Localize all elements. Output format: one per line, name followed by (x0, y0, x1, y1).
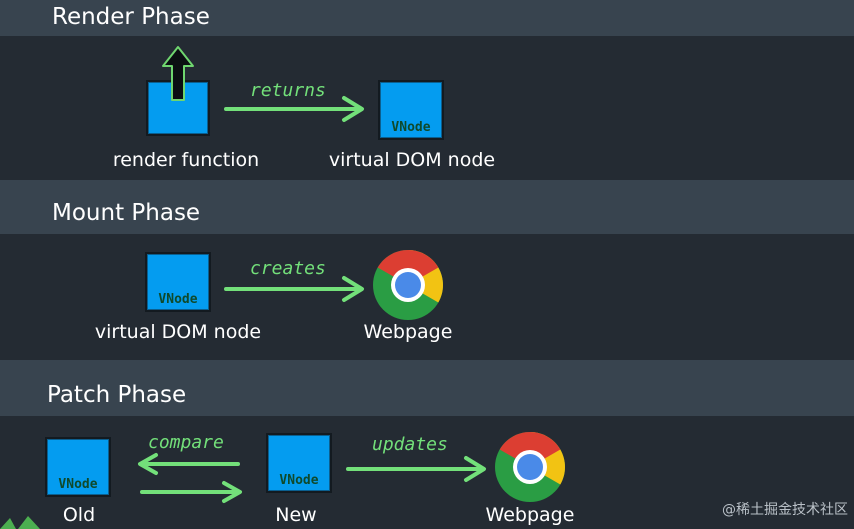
creates-label: creates (250, 258, 326, 279)
old-label: Old (62, 504, 96, 526)
vnode-box-old-text: VNode (58, 477, 98, 492)
vnode-box-new-text: VNode (279, 473, 319, 488)
updates-arrow (346, 456, 486, 482)
patch-phase-panel (0, 416, 854, 529)
webpage-label-patch: Webpage (485, 504, 575, 526)
render-phase-header: Render Phase (0, 0, 854, 36)
compare-arrows (138, 453, 242, 503)
vnode-box-render-text: VNode (391, 120, 431, 135)
updates-label: updates (372, 434, 448, 455)
mount-phase-title: Mount Phase (52, 200, 201, 226)
decorative-triangle-icon (0, 516, 40, 529)
vnode-box-mount: VNode (145, 252, 211, 312)
patch-phase-header: Patch Phase (0, 360, 854, 416)
vnode-box-mount-text: VNode (158, 292, 198, 307)
creates-arrow (224, 276, 364, 302)
vnode-box-new: VNode (266, 433, 332, 493)
render-function-label: render function (112, 149, 260, 171)
virtual-dom-node-label-render: virtual DOM node (328, 149, 496, 171)
patch-phase-title: Patch Phase (47, 382, 187, 408)
vnode-box-old: VNode (45, 437, 111, 497)
virtual-dom-node-label-mount: virtual DOM node (94, 321, 262, 343)
mount-phase-header: Mount Phase (0, 180, 854, 234)
chrome-logo-icon (373, 250, 443, 320)
returns-label: returns (250, 80, 326, 101)
chrome-logo-icon (495, 432, 565, 502)
watermark: @稀土掘金技术社区 (722, 502, 848, 518)
webpage-label-mount: Webpage (363, 321, 453, 343)
compare-label: compare (148, 432, 224, 453)
arrow-up-icon (162, 46, 194, 101)
render-phase-title: Render Phase (52, 4, 210, 30)
vnode-box-render: VNode (378, 80, 444, 140)
returns-arrow (224, 96, 364, 122)
new-label: New (275, 504, 317, 526)
